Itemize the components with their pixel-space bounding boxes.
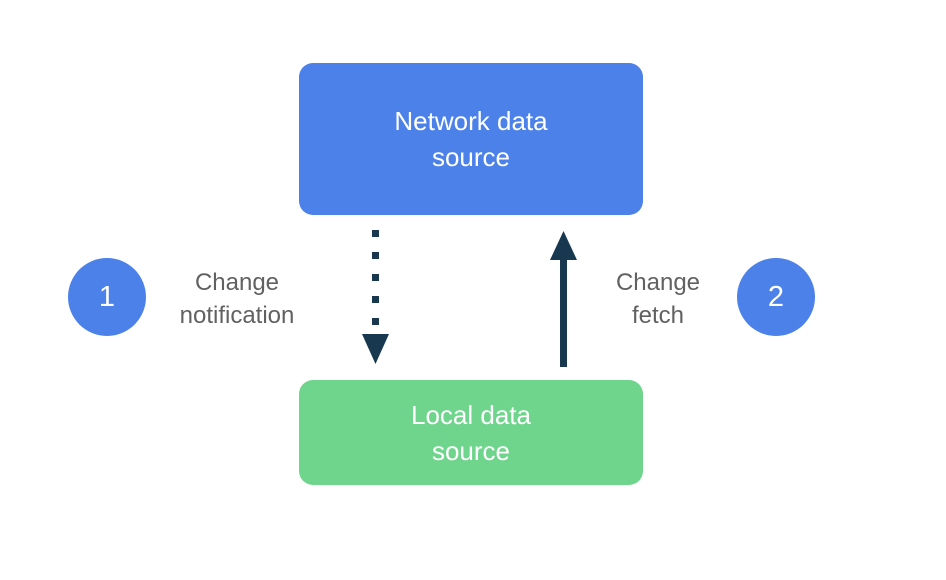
step-badge-2-number: 2 — [767, 280, 785, 313]
network-data-source-node: Network data source — [299, 63, 643, 215]
change-notification-label: Change notification — [179, 269, 295, 329]
step-badge-1: 1 — [68, 258, 146, 336]
step-badge-1-number: 1 — [98, 280, 116, 313]
change-fetch-label: Change fetch — [615, 269, 701, 329]
change-notification-arrow-icon — [362, 230, 389, 364]
step-badge-2: 2 — [737, 258, 815, 336]
local-node-label: Local data source — [411, 399, 531, 466]
local-data-source-node: Local data source — [299, 380, 643, 485]
network-node-label: Network data source — [394, 106, 548, 172]
